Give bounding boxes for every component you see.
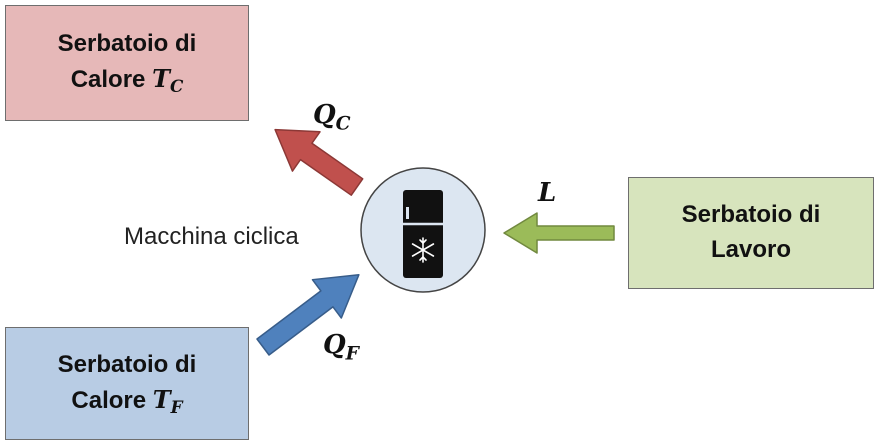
cold-reservoir-subtitle: Calore TF — [71, 383, 182, 419]
work-reservoir-subtitle: Lavoro — [710, 236, 791, 263]
heat-cold-arrow — [256, 274, 360, 356]
work-reservoir-box: Serbatoio di Lavoro — [628, 177, 874, 289]
refrigerator-icon — [403, 190, 443, 278]
snowflake-icon — [411, 237, 435, 263]
heat-cold-symbol: QF — [323, 330, 359, 365]
hot-reservoir-subtitle: Calore TC — [71, 62, 184, 98]
cold-reservoir-box: Serbatoio di Calore TF — [5, 327, 249, 440]
machine-label: Macchina ciclica — [124, 223, 299, 250]
cold-reservoir-title: Serbatoio di — [57, 350, 197, 378]
work-symbol: L — [538, 178, 557, 208]
cold-temperature-symbol: TF — [152, 384, 183, 417]
heat-hot-arrow — [274, 128, 364, 196]
work-arrow — [503, 212, 615, 254]
heat-hot-symbol: QC — [313, 100, 351, 135]
hot-temperature-symbol: TC — [152, 64, 184, 97]
hot-reservoir-box: Serbatoio di Calore TC — [5, 5, 249, 121]
cold-reservoir-label: Calore — [71, 386, 153, 414]
work-reservoir-title: Serbatoio di — [681, 201, 821, 229]
hot-reservoir-title: Serbatoio di — [57, 30, 197, 58]
hot-reservoir-label: Calore — [70, 66, 153, 94]
